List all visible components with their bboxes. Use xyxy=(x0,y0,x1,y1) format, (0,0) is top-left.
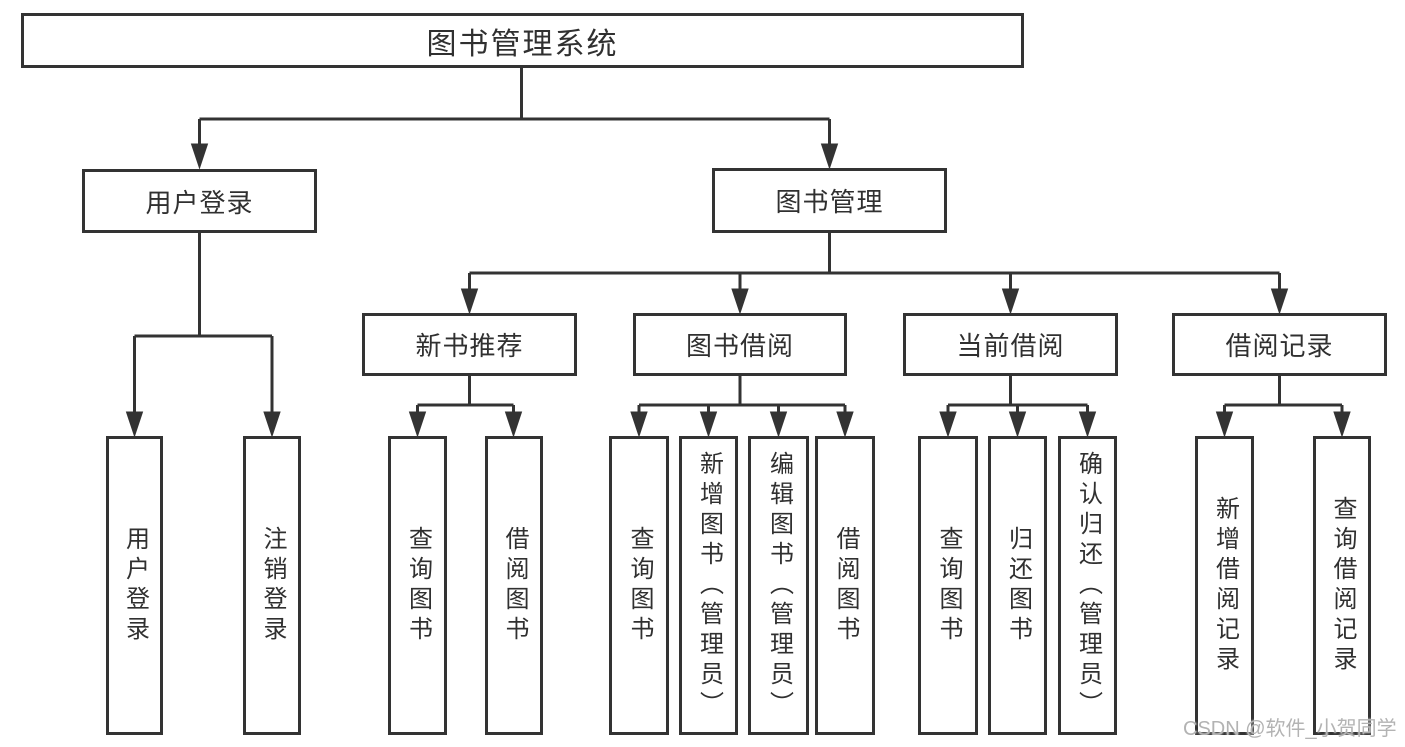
leaf-edit-book-admin-label: 编辑图书（管理员） xyxy=(765,450,793,721)
node-book-borrowing: 图书借阅 xyxy=(633,313,847,376)
node-book-borrowing-label: 图书借阅 xyxy=(685,331,794,361)
node-current-borrowing-label: 当前借阅 xyxy=(956,331,1065,361)
leaf-borrow-books: 借阅图书 xyxy=(815,436,875,735)
watermark-text: CSDN @软件_小贺同学 xyxy=(1183,718,1397,740)
leaf-return-book: 归还图书 xyxy=(988,436,1047,735)
leaf-logout: 注销登录 xyxy=(243,436,301,735)
node-root: 图书管理系统 xyxy=(21,13,1024,68)
leaf-query-books-borrowing: 查询图书 xyxy=(609,436,669,735)
leaf-query-borrow-record: 查询借阅记录 xyxy=(1313,436,1371,735)
node-borrowing-records: 借阅记录 xyxy=(1172,313,1387,376)
leaf-borrow-books-recommend-label: 借阅图书 xyxy=(501,525,528,646)
node-current-borrowing: 当前借阅 xyxy=(903,313,1118,376)
leaf-add-borrow-record-label: 新增借阅记录 xyxy=(1211,495,1239,676)
leaf-edit-book-admin: 编辑图书（管理员） xyxy=(748,436,809,735)
leaf-user-login: 用户登录 xyxy=(106,436,163,735)
leaf-logout-label: 注销登录 xyxy=(259,525,286,646)
leaf-user-login-label: 用户登录 xyxy=(121,525,149,646)
node-book-management: 图书管理 xyxy=(712,168,947,233)
leaf-return-book-label: 归还图书 xyxy=(1004,525,1032,646)
leaf-query-books-current-label: 查询图书 xyxy=(935,525,962,646)
node-book-management-label: 图书管理 xyxy=(775,187,884,217)
node-root-label: 图书管理系统 xyxy=(426,27,619,61)
leaf-add-book-admin-label: 新增图书（管理员） xyxy=(695,450,723,721)
leaf-confirm-return-admin: 确认归还（管理员） xyxy=(1058,436,1117,735)
node-new-book-recommendation: 新书推荐 xyxy=(362,313,577,376)
leaf-query-books-recommend-label: 查询图书 xyxy=(404,525,432,646)
leaf-query-books-recommend: 查询图书 xyxy=(388,436,447,735)
node-new-book-recommendation-label: 新书推荐 xyxy=(415,331,524,361)
leaf-borrow-books-recommend: 借阅图书 xyxy=(485,436,543,735)
node-user-login: 用户登录 xyxy=(82,169,317,233)
leaf-add-borrow-record: 新增借阅记录 xyxy=(1195,436,1254,735)
leaf-borrow-books-label: 借阅图书 xyxy=(832,525,859,646)
leaf-add-book-admin: 新增图书（管理员） xyxy=(679,436,738,735)
leaf-query-books-current: 查询图书 xyxy=(918,436,978,735)
leaf-confirm-return-admin-label: 确认归还（管理员） xyxy=(1074,450,1102,721)
leaf-query-borrow-record-label: 查询借阅记录 xyxy=(1329,495,1356,676)
node-borrowing-records-label: 借阅记录 xyxy=(1225,331,1334,361)
leaf-query-books-borrowing-label: 查询图书 xyxy=(626,525,653,646)
node-user-login-label: 用户登录 xyxy=(145,187,254,218)
